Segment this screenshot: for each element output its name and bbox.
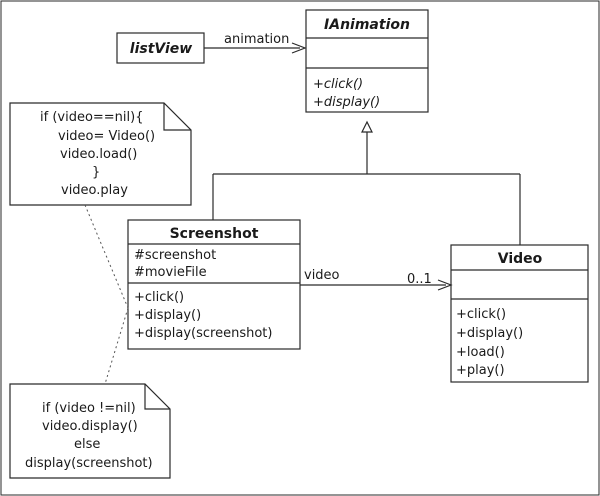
note-top-line: if (video==nil){ [40,110,144,125]
note-bottom-frame [9,383,171,479]
screenshot-method: +display(screenshot) [134,326,272,341]
ianimation-class-box: IAnimation +click() +display() [305,9,429,113]
note-top-line: video.play [61,183,128,198]
note-bottom-fold [144,384,170,410]
association-role-label: video [304,268,340,283]
association-multiplicity: 0..1 [407,272,432,287]
screenshot-attribute: #screenshot [134,248,216,263]
note-bottom-anchor [104,307,129,385]
ianimation-method: +display() [313,95,380,110]
listview-class-box: listView [116,32,205,64]
note-top-anchor [84,204,129,309]
video-method: +load() [456,345,505,360]
screenshot-attribute: #movieFile [134,265,207,280]
open-arrowhead [291,42,307,54]
ianimation-method: +click() [313,77,363,92]
note-bottom-line: display(screenshot) [25,456,153,471]
note-bottom-line: if (video !=nil) [42,401,136,416]
video-method: +play() [456,363,505,378]
generalization-lines [212,120,521,245]
listview-name: listView [130,41,193,57]
video-class-box: Video +click() +display() +load() +play(… [450,244,589,383]
association-video: video 0..1 [300,268,453,291]
note-top-line: video= Video() [58,129,155,144]
note-top-line: } [92,165,100,180]
screenshot-frame [127,219,301,350]
video-frame [450,244,589,383]
note-bottom: if (video !=nil) video.display() else di… [9,383,171,479]
video-method: +display() [456,326,523,341]
note-top: if (video==nil){ video= Video() video.lo… [9,102,192,206]
note-top-frame [9,102,192,206]
inheritance-triangle [361,120,373,133]
screenshot-class-box: Screenshot #screenshot #movieFile +click… [127,219,301,350]
note-top-line: video.load() [60,147,137,162]
ianimation-name: IAnimation [324,17,410,33]
association-label: animation [224,32,289,47]
video-method: +click() [456,307,506,322]
screenshot-name: Screenshot [170,226,259,242]
video-name: Video [498,251,543,267]
association-animation: animation [204,32,307,54]
open-arrowhead [437,279,453,291]
screenshot-method: +click() [134,290,184,305]
note-bottom-line: else [74,437,100,452]
ianimation-frame [305,9,429,113]
note-bottom-line: video.display() [42,419,138,434]
note-top-fold [163,103,191,131]
screenshot-method: +display() [134,308,201,323]
